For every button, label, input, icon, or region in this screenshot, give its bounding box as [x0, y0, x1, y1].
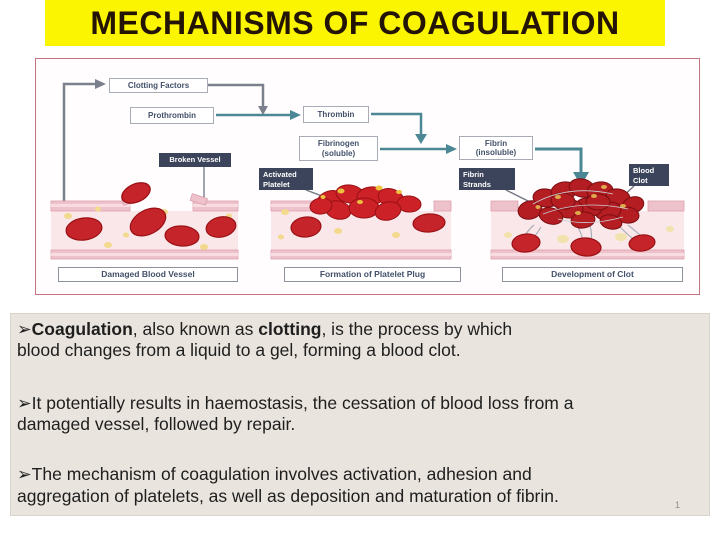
callout-blood-clot: Blood Clot — [629, 164, 669, 186]
bullet-text: aggregation of platelets, as well as dep… — [17, 485, 559, 506]
bullet-mechanism: ➢The mechanism of coagulation involves a… — [17, 464, 703, 507]
diagram-artwork — [50, 79, 685, 260]
caption-development-of-clot: Development of Clot — [502, 267, 683, 282]
vessel-damaged-illustration — [50, 182, 239, 260]
bullet-marker: ➢ — [17, 319, 32, 339]
callout-activated-platelet: Activated Platelet — [259, 168, 313, 190]
body-text-panel: ➢Coagulation, also known as clotting, is… — [10, 313, 710, 516]
vessel-clot-illustration — [490, 178, 685, 260]
bullet-text: damaged vessel, followed by repair. — [17, 414, 296, 435]
caption-formation-of-platelet-plug: Formation of Platelet Plug — [284, 267, 461, 282]
coagulation-cascade-diagram: Clotting Factors Prothrombin Thrombin Fi… — [35, 58, 700, 295]
flow-box-clotting-factors: Clotting Factors — [109, 78, 208, 93]
page-number: 1 — [674, 500, 680, 510]
bullet-text: The mechanism of coagulation involves ac… — [31, 464, 532, 485]
bullet-marker: ➢ — [17, 464, 32, 485]
bullet-marker: ➢ — [17, 392, 32, 413]
bullet-text: blood changes from a liquid to a gel, fo… — [17, 340, 461, 361]
callout-broken-vessel: Broken Vessel — [159, 153, 231, 167]
callout-fibrin-strands: Fibrin Strands — [459, 168, 515, 190]
bullet-text: , is the process by which — [321, 319, 513, 339]
flow-box-thrombin: Thrombin — [303, 106, 369, 123]
bullet-coagulation-definition: ➢Coagulation, also known as clotting, is… — [17, 319, 703, 362]
bullet-text: It potentially results in haemostasis, t… — [31, 392, 574, 413]
flow-box-prothrombin: Prothrombin — [130, 107, 214, 124]
flow-box-fibrin: Fibrin (insoluble) — [459, 136, 533, 160]
vessel-platelet-plug-illustration — [270, 184, 452, 260]
bullet-text: Coagulation — [31, 319, 133, 339]
bullet-text: clotting — [258, 319, 322, 339]
bullet-text: , also known as — [132, 319, 259, 339]
slide-title: MECHANISMS OF COAGULATION — [45, 0, 665, 46]
bullet-haemostasis: ➢It potentially results in haemostasis, … — [17, 393, 703, 436]
flow-box-fibrinogen: Fibrinogen (soluble) — [299, 136, 378, 161]
caption-damaged-blood-vessel: Damaged Blood Vessel — [58, 267, 238, 282]
